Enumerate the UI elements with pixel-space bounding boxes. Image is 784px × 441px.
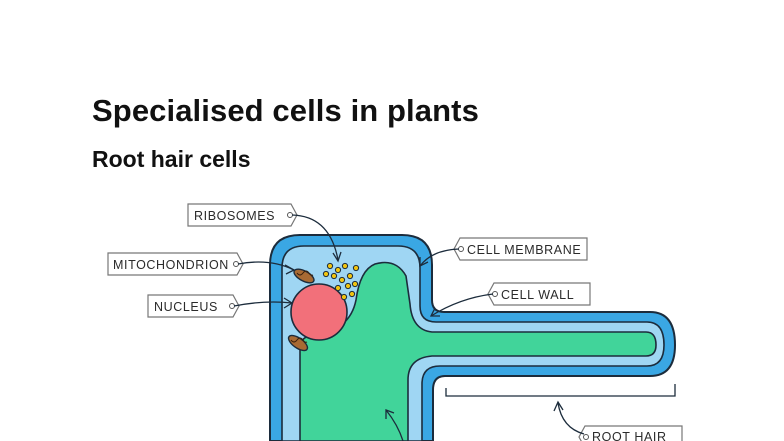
label-nucleus-text: NUCLEUS (154, 300, 218, 314)
page-title: Specialised cells in plants (92, 93, 479, 128)
mitochondrion (287, 334, 309, 352)
label-cell-membrane: CELL MEMBRANE (419, 237, 588, 268)
label-nucleus: NUCLEUS (147, 294, 294, 318)
label-mitochondrion: MITOCHONDRION (107, 252, 296, 276)
label-ribosomes-text: RIBOSOMES (194, 209, 275, 223)
mitochondrion (293, 268, 315, 284)
label-cell-wall-text: CELL WALL (501, 288, 574, 302)
label-cell-membrane-text: CELL MEMBRANE (467, 243, 581, 257)
page-subtitle: Root hair cells (92, 146, 251, 172)
root-hair-cell (269, 234, 677, 441)
label-ribosomes: RIBOSOMES (187, 203, 342, 263)
label-root-hair: ROOT HAIR (445, 384, 683, 441)
label-cell-wall: CELL WALL (429, 282, 591, 317)
nucleus (290, 283, 348, 341)
label-root-hair-text: ROOT HAIR (592, 430, 667, 441)
label-mitochondrion-text: MITOCHONDRION (113, 258, 229, 272)
root-hair-bracket (445, 384, 676, 397)
vacuole-arrow (385, 409, 404, 441)
ribosomes (322, 262, 360, 301)
